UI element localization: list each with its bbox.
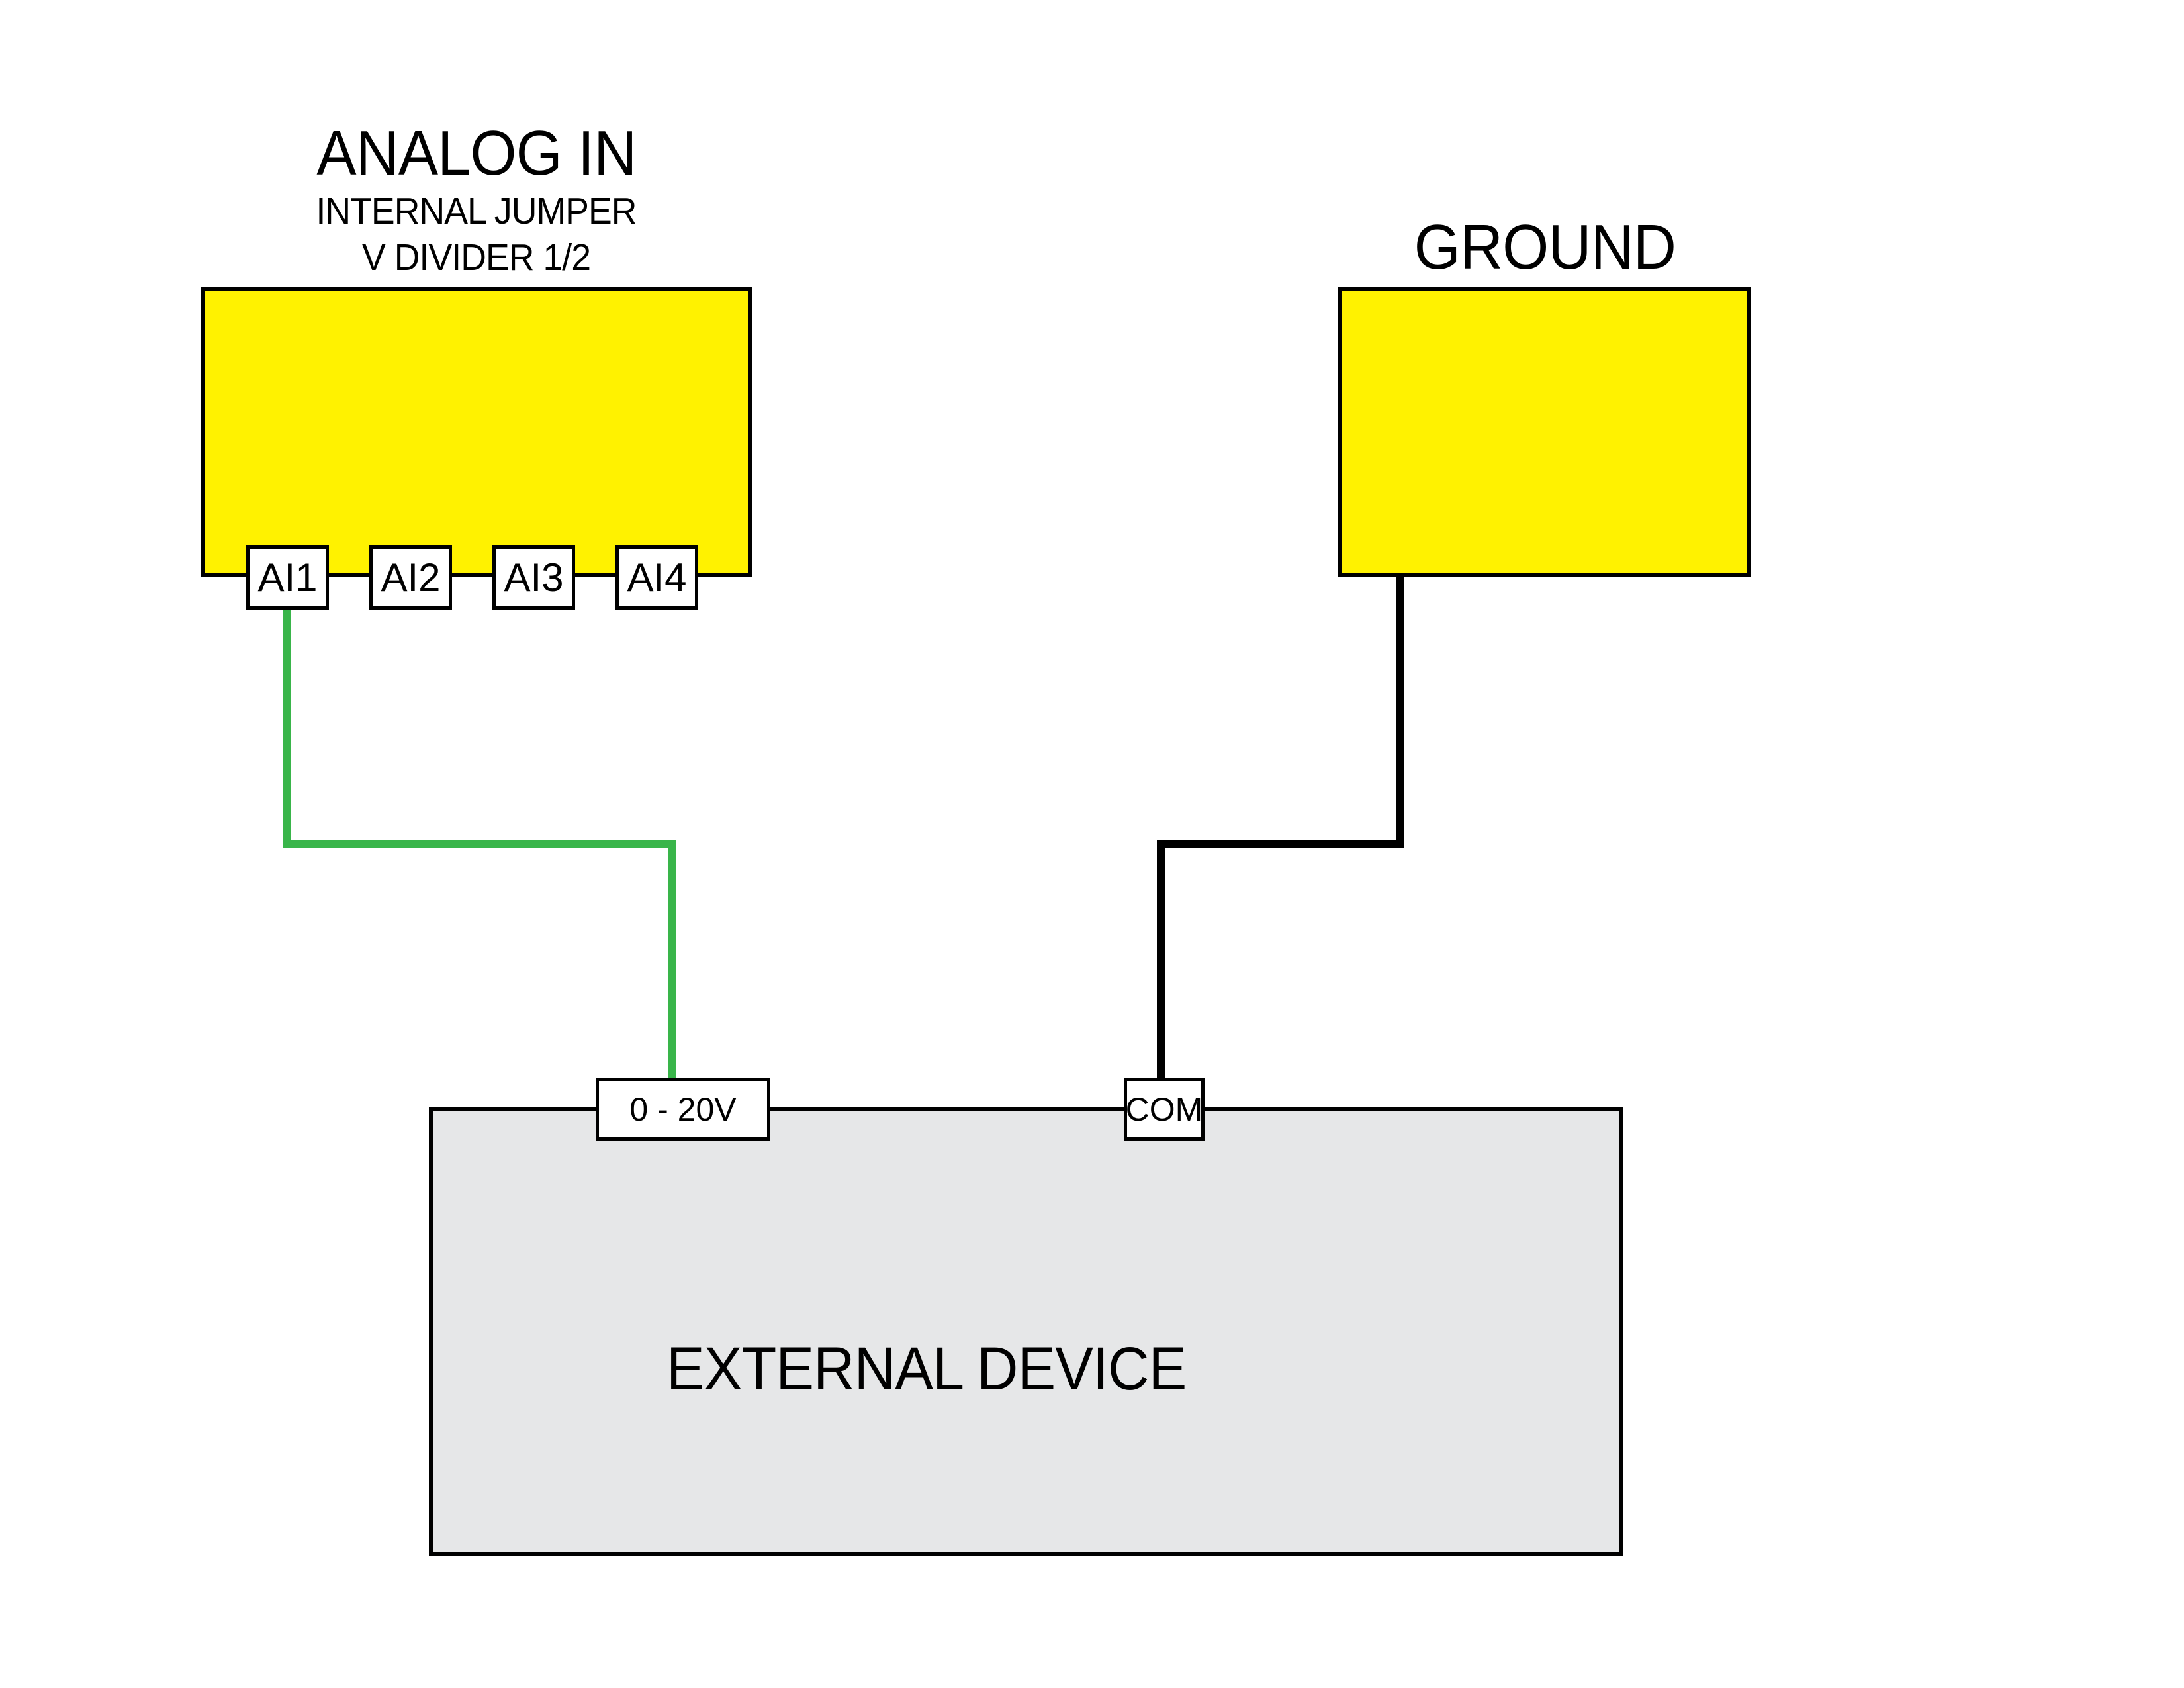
terminal-com-label: COM [1125,1090,1203,1128]
ground-title: GROUND [1338,216,1751,279]
analog-in-subtitle-line2-text: V DIVIDER 1/2 [361,236,591,279]
analog-in-title: ANALOG IN [201,122,752,185]
terminal-ai4: AI4 [615,545,698,610]
analog-in-title-text: ANALOG IN [316,118,637,189]
terminal-ai3: AI3 [492,545,575,610]
terminal-ai4-label: AI4 [627,555,687,600]
terminal-ai3-label: AI3 [504,555,564,600]
signal-wire-segment-horizontal [283,840,676,848]
ground-wire-segment-vertical-from-ground [1396,573,1404,847]
analog-in-subtitle-line2: V DIVIDER 1/2 [201,239,752,277]
ground-module-box [1338,287,1751,577]
signal-wire-segment-vertical-to-0-20v [668,840,676,1081]
external-device-label-text: EXTERNAL DEVICE [666,1335,1187,1403]
terminal-ai1-label: AI1 [257,555,318,600]
external-device-label: EXTERNAL DEVICE [429,1338,1424,1399]
ground-wire-segment-horizontal [1157,840,1404,848]
signal-wire-segment-vertical-from-ai1 [283,604,291,847]
terminal-0-20v: 0 - 20V [596,1078,770,1141]
terminal-com: COM [1124,1078,1205,1141]
terminal-ai1: AI1 [246,545,329,610]
analog-in-subtitle-line1-text: INTERNAL JUMPER [316,190,637,232]
terminal-ai2-label: AI2 [381,555,441,600]
external-device-box [429,1107,1623,1556]
terminal-ai2: AI2 [369,545,452,610]
ground-wire-segment-vertical-to-com [1157,840,1165,1081]
analog-in-module-box [201,287,752,577]
analog-in-subtitle-line1: INTERNAL JUMPER [201,193,752,230]
ground-title-text: GROUND [1414,212,1676,283]
terminal-0-20v-label: 0 - 20V [629,1090,737,1128]
